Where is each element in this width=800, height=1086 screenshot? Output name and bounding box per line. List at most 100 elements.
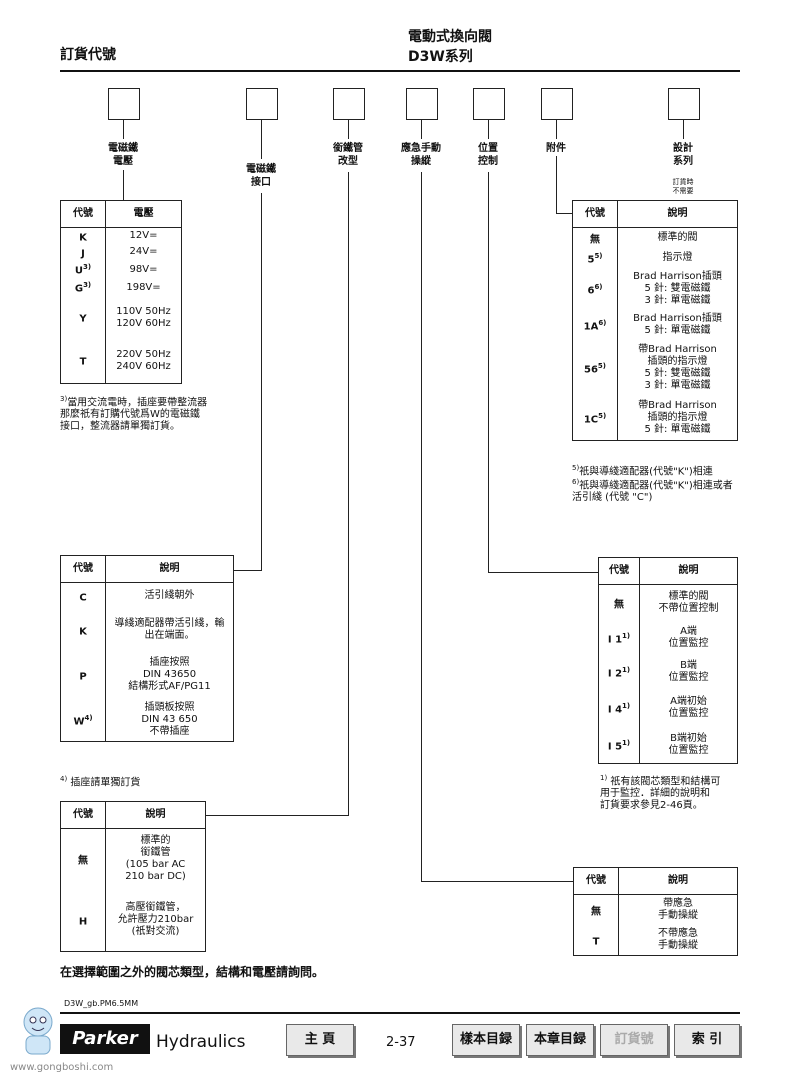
label-manual: 應急手動 操縱	[401, 143, 441, 167]
voltage-note: 3)當用交流電時，插座要帶整流器 那麼祇有訂購代號爲W的電磁鐵 接口，整流器請單…	[60, 395, 208, 433]
parker-logo[interactable]: Parker	[60, 1024, 150, 1054]
code-box-connector	[246, 88, 278, 120]
row-code: K	[60, 227, 106, 245]
table-row: 1C5)帶Brad Harrison 插頭的指示燈 5 針: 單電磁鐵	[572, 396, 738, 441]
row-desc: 插頭板按照 DIN 43 650 不帶插座	[105, 699, 234, 742]
row-desc: Brad Harrison插頭 5 針: 雙電磁鐵 3 針: 單電磁鐵	[617, 268, 738, 310]
accessory-note-2: 6)祇與導綫適配器(代號"K")相連或者 活引綫 (代號 "C")	[572, 478, 733, 504]
row-desc: 不帶應急 手動操縱	[618, 925, 738, 956]
table-row: W4)插頭板按照 DIN 43 650 不帶插座	[60, 699, 234, 742]
brand-hydraulics: Hydraulics	[156, 1032, 246, 1052]
page-number: 2-37	[386, 1035, 416, 1050]
code-box-design	[668, 88, 700, 120]
nav-index-button[interactable]: 索 引	[674, 1024, 740, 1056]
code-box-voltage	[108, 88, 140, 120]
row-desc: 標準的閥 不帶位置控制	[639, 584, 738, 621]
voltage-header-code: 代號	[60, 200, 106, 228]
row-code: J	[60, 244, 106, 261]
code-box-tube	[333, 88, 365, 120]
row-desc: 帶Brad Harrison 插頭的指示燈 5 針: 雙電磁鐵 3 針: 單電磁…	[617, 340, 738, 396]
table-row: 55)指示燈	[572, 248, 738, 268]
row-desc: 標準的 銜鐵管 (105 bar AC 210 bar DC)	[105, 828, 206, 889]
tube-header-desc: 說明	[105, 801, 206, 829]
row-desc: 活引綫朝外	[105, 582, 234, 609]
row-desc: 高壓銜鐵管， 允許壓力210bar (祇對交流)	[105, 889, 206, 952]
row-code: 565)	[572, 340, 618, 396]
nav-chapter-contents-button[interactable]: 本章目録	[526, 1024, 594, 1056]
row-desc: 24V=	[105, 244, 182, 261]
row-desc: 220V 50Hz 240V 60Hz	[105, 338, 182, 384]
row-code: I 41)	[598, 689, 640, 727]
row-desc: B端 位置監控	[639, 655, 738, 689]
bottom-note: 在選擇範圍之外的閥芯類型，結構和電壓請詢問。	[60, 965, 325, 979]
table-row: U3)98V=	[60, 260, 182, 279]
row-code: H	[60, 889, 106, 952]
row-code: 無	[60, 828, 106, 889]
row-code: U3)	[60, 260, 106, 279]
row-code: Y	[60, 296, 106, 339]
row-code: W4)	[60, 699, 106, 742]
mascot-icon	[23, 1007, 53, 1055]
connector-header-desc: 說明	[105, 555, 234, 583]
header-rule	[60, 70, 740, 72]
row-code: 55)	[572, 248, 618, 268]
table-row: I 41)A端初始 位置監控	[598, 689, 738, 727]
row-code: P	[60, 651, 106, 699]
accessory-header-code: 代號	[572, 200, 618, 228]
label-solenoid-connector: 電磁鐵 接口	[246, 164, 276, 188]
nav-order-code-button[interactable]: 訂貨號	[600, 1024, 668, 1056]
page-title-series: D3W系列	[408, 49, 473, 65]
row-code: K	[60, 609, 106, 651]
table-row: 1A6)Brad Harrison插頭 5 針: 單電磁鐵	[572, 310, 738, 340]
connector-header-code: 代號	[60, 555, 106, 583]
table-row: 565)帶Brad Harrison 插頭的指示燈 5 針: 雙電磁鐵 3 針:…	[572, 340, 738, 396]
page-title-left: 訂貨代號	[60, 47, 116, 63]
connector-note: 4) 插座請單獨訂貨	[60, 775, 141, 789]
row-desc: 帶應急 手動操縱	[618, 894, 738, 925]
table-row: I 51)B端初始 位置監控	[598, 727, 738, 764]
row-desc: A端 位置監控	[639, 621, 738, 655]
code-box-accessory	[541, 88, 573, 120]
table-row: G3)198V=	[60, 278, 182, 297]
table-row: I 21)B端 位置監控	[598, 655, 738, 689]
row-desc: 插座按照 DIN 43650 結構形式AF/PG11	[105, 651, 234, 699]
table-row: 66)Brad Harrison插頭 5 針: 雙電磁鐵 3 針: 單電磁鐵	[572, 268, 738, 310]
footer-rule	[60, 1012, 740, 1014]
row-desc: 110V 50Hz 120V 60Hz	[105, 296, 182, 339]
nav-catalog-contents-button[interactable]: 樣本目録	[452, 1024, 520, 1056]
table-row: 無標準的閥 不帶位置控制	[598, 584, 738, 621]
row-code: I 21)	[598, 655, 640, 689]
table-row: 無標準的 銜鐵管 (105 bar AC 210 bar DC)	[60, 828, 206, 889]
table-row: 無標準的閥	[572, 227, 738, 248]
row-desc: 12V=	[105, 227, 182, 245]
position-header-desc: 說明	[639, 557, 738, 585]
row-desc: 指示燈	[617, 248, 738, 268]
row-code: C	[60, 582, 106, 609]
manual-header-desc: 說明	[618, 867, 738, 895]
voltage-header-voltage: 電壓	[105, 200, 182, 228]
row-code: 無	[573, 894, 619, 925]
accessory-header-desc: 說明	[617, 200, 738, 228]
nav-home-button[interactable]: 主 頁	[286, 1024, 354, 1056]
row-desc: 98V=	[105, 260, 182, 279]
row-code: T	[573, 925, 619, 956]
row-desc: 標準的閥	[617, 227, 738, 248]
row-desc: B端初始 位置監控	[639, 727, 738, 764]
label-design: 設計 系列	[673, 143, 693, 167]
row-code: 66)	[572, 268, 618, 310]
tube-header-code: 代號	[60, 801, 106, 829]
label-tube: 銜鐵管 改型	[333, 143, 363, 167]
position-note: 1) 祇有該閥芯類型和結構可 用于監控．詳細的說明和 訂貨要求參見2-46頁。	[600, 774, 721, 812]
